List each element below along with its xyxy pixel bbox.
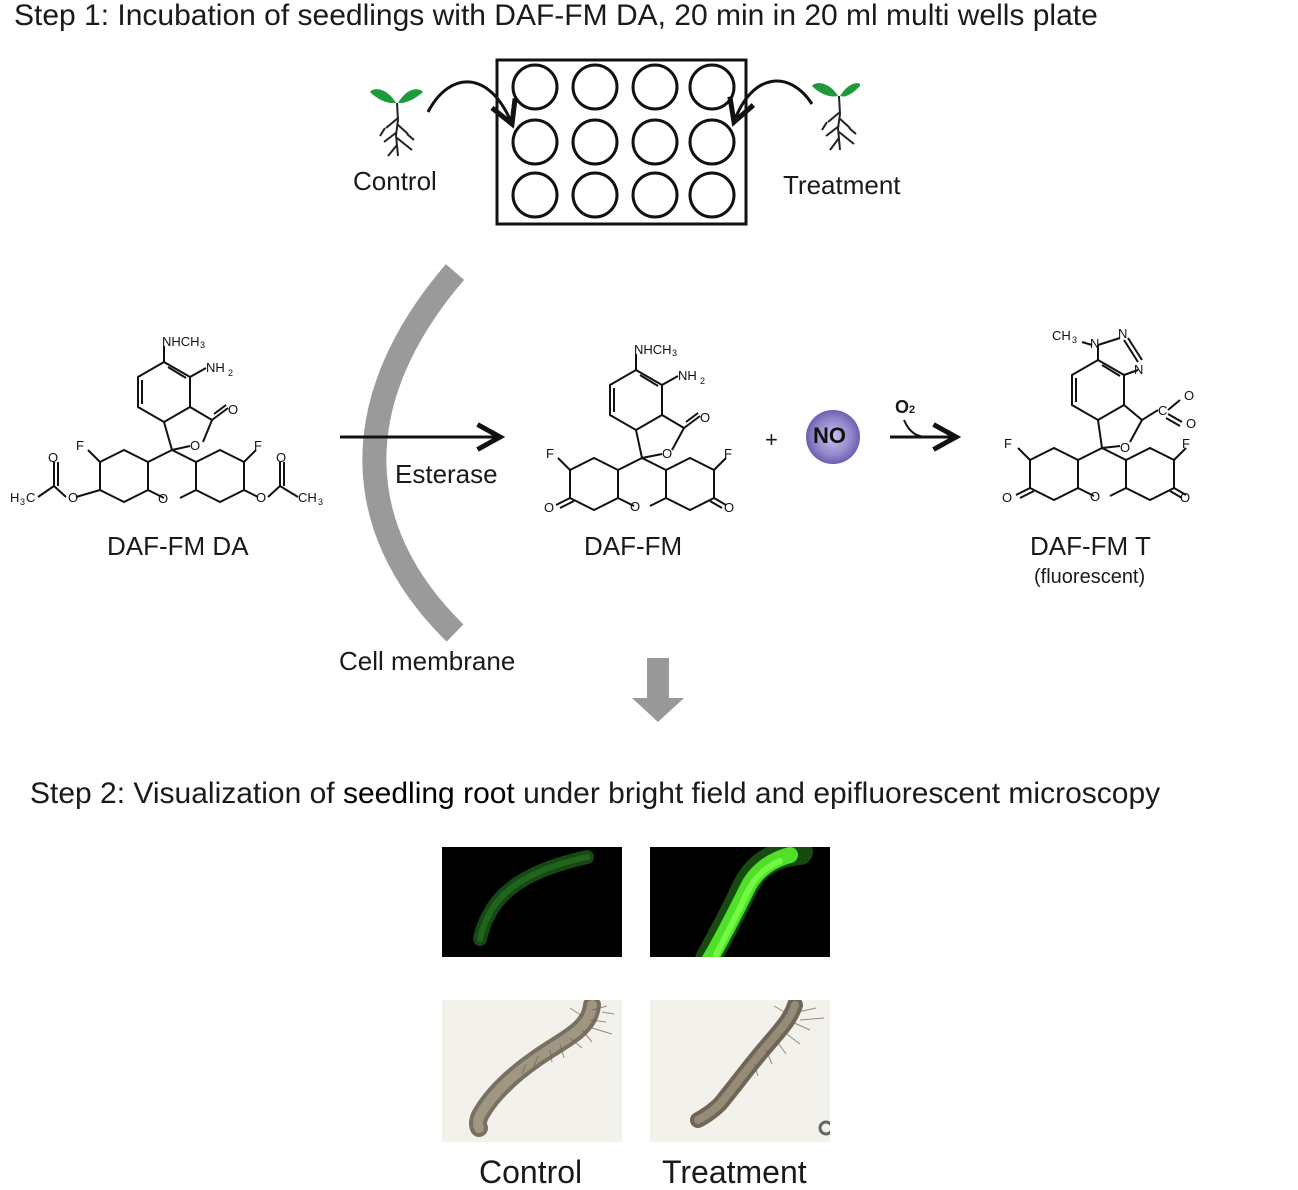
fluorescent-note: (fluorescent) [1034,566,1146,588]
svg-text:O: O [158,491,168,506]
svg-text:2: 2 [700,376,705,386]
svg-text:N: N [1118,326,1127,341]
svg-text:O: O [1184,388,1194,403]
svg-text:C: C [26,490,35,505]
svg-text:2: 2 [228,368,233,378]
svg-text:O: O [1186,416,1196,431]
svg-text:3: 3 [200,340,205,350]
svg-text:H: H [10,490,19,505]
daf-fm-label: DAF-FM [584,531,683,561]
svg-text:F: F [724,446,732,461]
treatment-fluorescence-image [650,847,830,957]
daf-fm-t-label: DAF-FM T [1030,531,1151,561]
control-image-caption: Control [479,1154,583,1190]
treatment-curved-arrow [734,79,814,122]
well-plate [495,58,748,226]
oxidation-arrow [890,419,956,437]
svg-text:F: F [546,446,554,461]
svg-text:F: F [1004,436,1012,451]
plus-sign: + [765,427,778,452]
treatment-plate-label: Treatment [783,170,901,200]
no-molecule-icon [806,410,860,464]
svg-text:3: 3 [20,497,25,507]
svg-text:O: O [1090,489,1100,504]
svg-text:F: F [76,438,84,453]
treatment-seedling-icon [812,83,861,151]
svg-text:3: 3 [1072,335,1077,345]
svg-text:O: O [724,500,734,515]
control-seedling-icon [370,89,423,157]
control-plate-label: Control [353,166,437,196]
svg-text:O: O [544,500,554,515]
esterase-label: Esterase [395,459,498,489]
svg-text:O: O [48,450,58,465]
svg-text:NHCH: NHCH [162,334,200,349]
svg-text:O: O [700,410,710,425]
svg-text:O: O [228,402,238,417]
svg-text:O: O [256,490,266,505]
svg-text:NH: NH [678,368,697,383]
svg-text:O: O [68,490,78,505]
svg-text:3: 3 [672,348,677,358]
svg-text:N: N [1090,336,1099,351]
svg-text:CH: CH [298,490,317,505]
cell-membrane-arc [362,264,465,642]
o2-label: O2 [895,397,916,417]
no-label: NO [813,423,846,448]
treatment-brightfield-image [650,1000,830,1142]
svg-text:N: N [1134,362,1143,377]
svg-text:O: O [1002,490,1012,505]
svg-text:NH: NH [206,360,225,375]
control-brightfield-image [442,1000,622,1142]
svg-text:O: O [1120,440,1130,455]
step1-title: Step 1: Incubation of seedlings with DAF… [14,0,1098,32]
svg-text:O: O [190,438,200,453]
down-arrow-icon [632,658,684,722]
svg-text:O: O [276,450,286,465]
svg-text:3: 3 [318,497,323,507]
svg-text:O: O [630,499,640,514]
svg-text:NHCH: NHCH [634,342,672,357]
treatment-image-caption: Treatment [662,1154,807,1190]
svg-text:C: C [1158,403,1167,418]
control-curved-arrow [426,80,512,124]
svg-text:CH: CH [1052,328,1071,343]
cell-membrane-label: Cell membrane [339,646,516,676]
svg-text:F: F [1182,436,1190,451]
svg-text:O: O [1180,490,1190,505]
control-fluorescence-image [442,847,622,957]
daf-fm-da-label: DAF-FM DA [107,531,249,561]
step2-title: Step 2: Visualization of seedling root u… [30,777,1161,810]
svg-text:O: O [662,446,672,461]
svg-text:F: F [254,438,262,453]
